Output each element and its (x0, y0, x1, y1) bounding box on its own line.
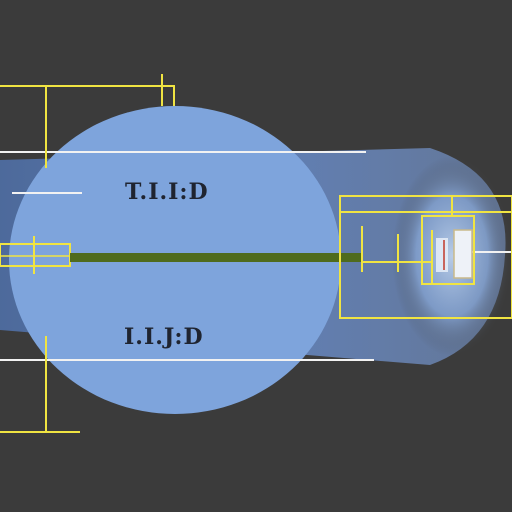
end-cap-inner (436, 238, 448, 272)
tube-end-glow (392, 156, 512, 356)
right-inner-box (421, 215, 475, 285)
right-frame (339, 195, 512, 319)
yellow-bracket-top (0, 85, 175, 106)
end-cap (453, 229, 473, 279)
label-top: T.I.I:D (125, 179, 209, 205)
label-bottom: I.I.J:D (124, 324, 204, 350)
axle-rod (70, 253, 362, 262)
